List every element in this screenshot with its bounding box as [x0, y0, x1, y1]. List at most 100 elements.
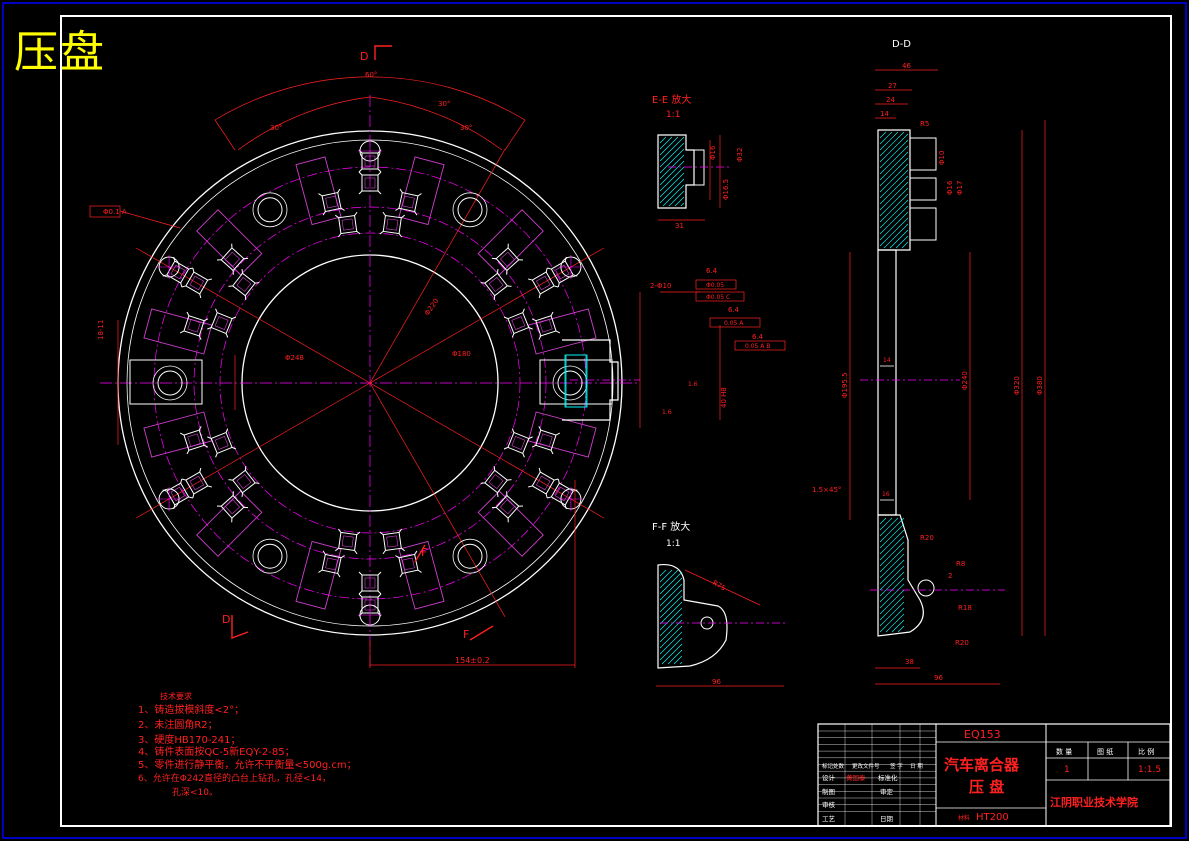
tb-r0-c0: 标记处数 — [822, 762, 845, 770]
tb-r1-c2: 标准化 — [878, 773, 898, 782]
dim-154: 154±0.2 — [455, 656, 490, 665]
dd-dim-16: Φ16 — [946, 180, 954, 195]
section-mark-d-bottom: D — [222, 613, 230, 626]
tb-r0-c3: 日 期 — [910, 763, 923, 770]
ee-scale: 1:1 — [666, 110, 680, 120]
ff-dim-96: 96 — [712, 678, 721, 686]
callout-6-4c: 6.4 — [752, 333, 764, 341]
angle-dim-30c: 30° — [460, 124, 472, 132]
technical-requirements: 技术要求 1、铸造拔模斜度<2°； 2、未注圆角R2； 3、硬度HB170-24… — [138, 691, 357, 798]
dd-dim-10: Φ10 — [938, 151, 946, 165]
dd-dim-27: 27 — [888, 82, 897, 90]
dia-dim-248: Φ248 — [285, 354, 304, 362]
tech-req-item-5: 5、零件进行静平衡，允许不平衡量<500g.cm； — [138, 758, 357, 771]
ee-dim-32: Φ32 — [736, 148, 744, 162]
dd-dim-380: Φ380 — [1036, 376, 1044, 395]
dd-dim-195: Φ195.5 — [841, 372, 849, 398]
dd-dim-chamfer: 1.5×45° — [812, 486, 841, 494]
tb-weight-label: 图 纸 — [1097, 747, 1113, 756]
angle-dim-30a: 30° — [438, 100, 450, 108]
callout-6-4b: 6.4 — [728, 306, 740, 314]
ee-dim-16: Φ16 — [709, 145, 717, 160]
tech-req-item-1: 1、铸造拔模斜度<2°； — [138, 703, 244, 716]
ff-scale: 1:1 — [666, 539, 680, 549]
tb-qty-label: 数 量 — [1056, 747, 1072, 756]
ee-dim-31: 31 — [675, 222, 684, 230]
tb-r0-c1: 更改文件号 — [852, 762, 880, 770]
section-mark-d-top: D — [360, 50, 368, 63]
angle-dim-30b: 30° — [270, 124, 282, 132]
drawing-frame — [60, 15, 1172, 827]
dd-dim-240: Φ240 — [961, 371, 969, 390]
dd-dim-96: 96 — [934, 674, 943, 682]
tb-scale: 1:1.5 — [1138, 765, 1161, 775]
tech-req-item-4: 4、铸件表面按QC-5新EQY-2-85； — [138, 745, 295, 758]
dd-dim-38: 38 — [905, 658, 914, 666]
tb-r1-c1: 黄国泰 — [846, 773, 866, 782]
callout-tol-4: 0.05 A B — [745, 343, 770, 350]
dd-dim-14: 14 — [880, 110, 889, 118]
callout-rough-2: 1.6 — [662, 409, 672, 416]
tb-school: 江阴职业技术学院 — [1050, 795, 1138, 809]
dd-dim-320: Φ320 — [1013, 376, 1021, 395]
callout-tol-2: Φ0.05 C — [706, 294, 730, 301]
callout-6-4a: 6.4 — [706, 267, 718, 275]
tb-material: HT200 — [976, 812, 1009, 823]
section-dd-view: D-D 46 27 24 14 R5 Φ10 Φ16 Φ — [812, 39, 1046, 685]
section-mark-f-upper: F — [421, 546, 427, 559]
tb-r2-c2: 审定 — [880, 787, 894, 796]
dd-dim-r8: R8 — [956, 560, 965, 568]
dd-label: D-D — [892, 39, 911, 50]
tech-req-item-2: 2、未注圆角R2； — [138, 718, 218, 731]
dim-18-11: 18-11 — [97, 320, 105, 340]
tb-r1-c0: 设计 — [822, 773, 836, 782]
dd-dim-24: 24 — [886, 96, 895, 104]
tech-req-item-6: 6、允许在Φ242直径的凸台上钻孔，孔径<14， — [138, 772, 331, 784]
dd-dim-46: 46 — [902, 62, 911, 70]
hole-detail-callouts: 2-Φ10 6.4 6.4 6.4 Φ0.05 Φ0.05 C 0.05 A 0… — [562, 267, 786, 428]
ff-label: F-F 放大 — [652, 520, 690, 533]
tb-part-name-1: 汽车离合器 — [944, 756, 1020, 774]
tb-r0-c2: 签 字 — [890, 762, 903, 770]
dd-dim-16b: 16 — [882, 491, 890, 498]
callout-tol-1: Φ0.05 — [706, 282, 724, 289]
tech-req-heading: 技术要求 — [160, 691, 192, 701]
dd-dim-14b: 14 — [883, 357, 891, 364]
ee-dim-16-5: Φ16.5 — [722, 179, 730, 200]
section-ff-view: F-F 放大 1:1 R75 96 — [652, 520, 785, 687]
ff-dim-r75: R75 — [711, 579, 727, 593]
angle-dim-60: 60° — [365, 71, 377, 79]
tb-qty: 1 — [1064, 765, 1070, 775]
drawing-title: 压盘 — [14, 27, 106, 78]
tb-part-name-2: 压 盘 — [969, 778, 1004, 796]
tb-r4-c2: 日期 — [880, 815, 894, 823]
dd-dim-r5: R5 — [920, 120, 929, 128]
dia-dim-180: Φ180 — [452, 350, 471, 358]
title-block: EQ153 汽车离合器 压 盘 材料 HT200 数 量 图 纸 比 例 1 1… — [817, 723, 1171, 827]
tb-code: EQ153 — [964, 728, 1001, 741]
tb-r2-c0: 制图 — [822, 787, 835, 796]
tb-material-label: 材料 — [958, 814, 970, 822]
dd-dim-17: Φ17 — [956, 181, 964, 195]
section-ee-view: E-E 放大 1:1 Φ32 Φ16 Φ16.5 31 — [652, 93, 744, 230]
callout-2-10: 2-Φ10 — [650, 282, 671, 290]
tb-r3-c0: 审核 — [822, 800, 836, 809]
dia-dim-220: Φ220 — [423, 297, 440, 317]
tech-req-item-7: 孔深<10。 — [172, 787, 218, 798]
dd-dim-r20: R20 — [920, 534, 934, 542]
callout-40h8: 40 H8 — [720, 387, 728, 408]
main-tolerance-frame: Φ0.1 A — [103, 208, 127, 216]
tb-scale-label: 比 例 — [1138, 747, 1154, 756]
tb-r4-c0: 工艺 — [822, 815, 836, 823]
callout-rough-1: 1.6 — [688, 381, 698, 388]
ee-label: E-E 放大 — [652, 93, 691, 106]
dd-dim-r18: R18 — [958, 604, 972, 612]
main-plan-view: D D F F 60° 30° 30° 30° Φ220 Φ180 Φ248 1… — [89, 45, 640, 670]
dd-dim-r20b: R20 — [955, 639, 969, 647]
dd-dim-2: 2 — [948, 572, 952, 580]
section-mark-f-lower: F — [463, 628, 469, 641]
tech-req-item-3: 3、硬度HB170-241； — [138, 733, 241, 746]
callout-tol-3: 0.05 A — [724, 320, 744, 327]
